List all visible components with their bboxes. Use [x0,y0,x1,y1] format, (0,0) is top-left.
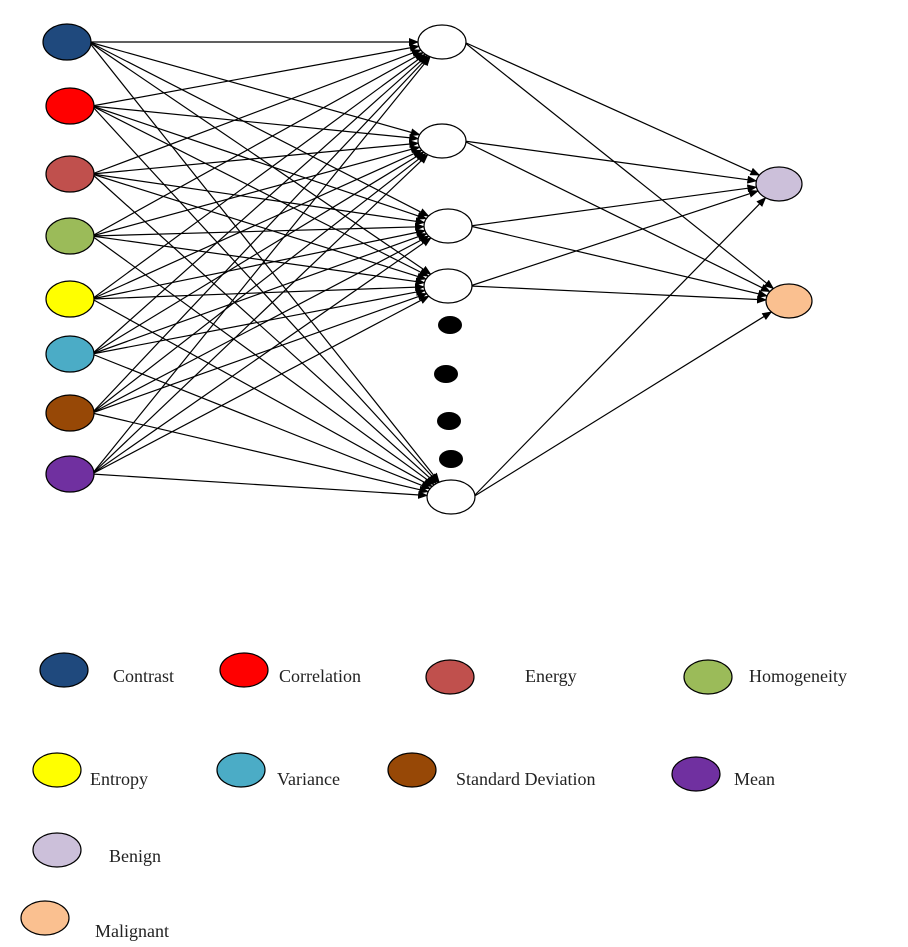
edge-input-6-hidden-1 [91,54,428,355]
legend-label-energy: Energy [525,666,577,686]
edge-hidden-2-output-2 [463,140,771,293]
network-nodes [42,23,813,515]
hidden-node-2 [417,123,467,159]
legend-swatch-energy [425,659,475,695]
legend-label-malignant: Malignant [95,921,169,941]
input-node-correlation [45,87,95,125]
edge-input-1-hidden-3 [88,41,430,217]
edge-hidden-3-output-1 [469,184,758,227]
input-node-energy [45,155,95,193]
legend-swatch-standard-deviation [387,752,437,788]
edge-input-6-hidden-2 [91,151,425,355]
edge-input-7-hidden-3 [91,235,430,414]
edge-input-2-hidden-1 [91,43,420,107]
legend-label-contrast: Contrast [113,666,174,686]
hidden-node-3 [423,208,473,244]
edge-input-8-hidden-4 [91,295,430,475]
edge-input-2-hidden-2 [91,105,420,142]
edge-input-4-hidden-2 [91,145,421,237]
input-node-standard-deviation [45,394,95,432]
legend-swatch-mean [671,756,721,792]
legend-label-entropy: Entropy [90,769,148,789]
ellipsis-dot [438,316,462,334]
edge-input-3-hidden-1 [91,49,422,175]
edge-hidden-2-output-1 [463,140,758,184]
edge-input-5-hidden-3 [91,228,426,300]
edge-input-5-hidden-2 [91,149,423,300]
input-node-contrast [42,23,92,61]
legend-swatch-benign [32,832,82,868]
edge-input-8-hidden-5 [91,473,429,499]
legend-swatch-malignant [20,900,70,936]
edge-input-7-hidden-1 [91,55,430,414]
edge-input-4-hidden-5 [91,235,436,486]
ellipsis-dot [437,412,461,430]
legend-swatch-homogeneity [683,659,733,695]
input-node-entropy [45,280,95,318]
edge-input-1-hidden-2 [88,41,421,137]
input-node-homogeneity [45,217,95,255]
edge-input-2-hidden-5 [91,105,439,484]
edge-hidden-3-output-2 [469,225,769,298]
edge-input-5-hidden-5 [91,298,433,488]
output-node-benign [755,166,803,202]
input-node-mean [45,455,95,493]
edge-input-3-hidden-3 [91,173,426,226]
edge-input-8-hidden-3 [91,237,432,475]
edge-hidden-4-output-1 [469,189,759,287]
edge-input-3-hidden-5 [91,173,437,485]
edge-hidden-1-output-2 [463,41,775,290]
edge-input-7-hidden-5 [91,412,430,494]
input-node-variance [45,335,95,373]
legend-label-benign: Benign [109,846,161,866]
legend-swatch-correlation [219,652,269,688]
edge-input-6-hidden-3 [91,232,428,355]
edge-input-3-hidden-4 [91,173,428,281]
edge-input-2-hidden-4 [91,105,430,277]
hidden-node-1 [417,24,467,60]
ellipsis-dot [434,365,458,383]
legend-swatch-entropy [32,752,82,788]
legend-label-correlation: Correlation [279,666,361,686]
legend-label-variance: Variance [277,769,340,789]
edge-hidden-5-output-1 [472,197,767,498]
edge-input-4-hidden-3 [91,222,426,237]
edge-input-2-hidden-3 [91,105,428,220]
edge-hidden-4-output-2 [469,285,768,304]
edge-input-7-hidden-4 [91,292,428,414]
hidden-node-4 [423,268,473,304]
legend-swatch-contrast [39,652,89,688]
legend-swatch-variance [216,752,266,788]
edge-input-4-hidden-4 [91,235,426,286]
hidden-ellipsis [434,316,463,468]
ellipsis-dot [439,450,463,468]
edge-hidden-5-output-2 [472,311,773,498]
connection-edges [88,38,775,499]
legend-label-mean: Mean [734,769,775,789]
edge-input-6-hidden-5 [91,353,432,490]
edge-input-8-hidden-1 [91,55,431,475]
hidden-node-5 [426,479,476,515]
output-node-malignant [765,283,813,319]
legend: Contrast Correlation Energy HomogeneityEntr… [20,652,847,941]
edge-input-3-hidden-2 [91,140,420,175]
edge-input-5-hidden-1 [91,53,427,300]
edge-input-5-hidden-4 [91,283,426,300]
edge-input-4-hidden-1 [91,51,424,237]
edge-hidden-1-output-1 [463,41,761,176]
edge-input-6-hidden-4 [91,288,426,355]
legend-label-homogeneity: Homogeneity [749,666,847,686]
edge-input-8-hidden-2 [91,153,429,475]
legend-label-standard-deviation: Standard Deviation [456,769,595,789]
edge-input-7-hidden-2 [91,152,427,414]
